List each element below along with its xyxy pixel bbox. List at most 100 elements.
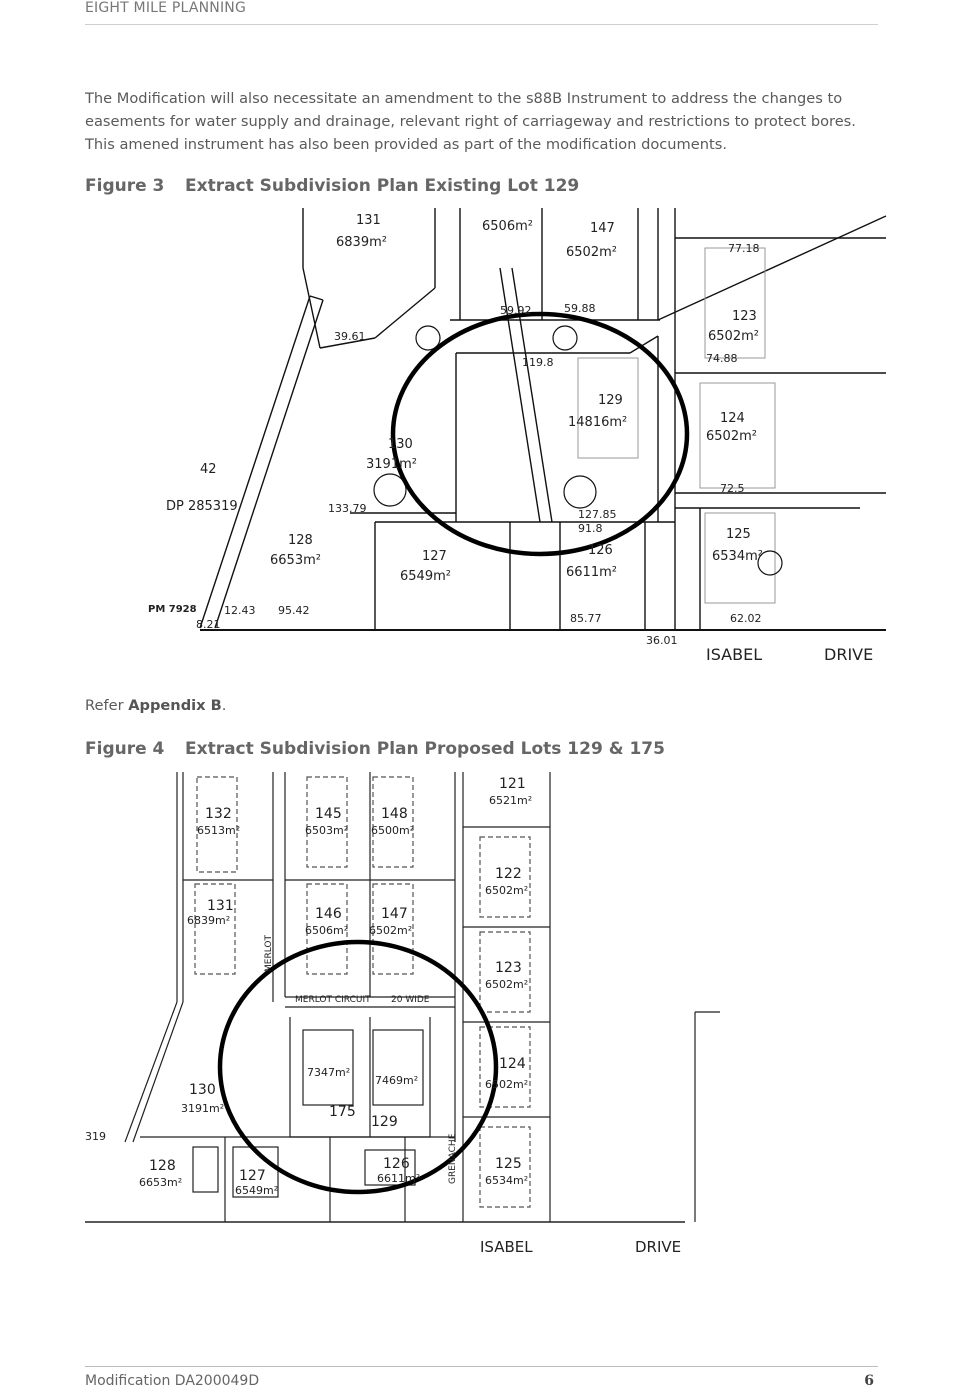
f3-area-123: 6502m² bbox=[708, 329, 759, 344]
f3-dim-5992: 59.92 bbox=[500, 304, 532, 317]
page-number: 6 bbox=[864, 1373, 874, 1389]
f4-area-131: 6839m² bbox=[187, 914, 230, 927]
f4-drive: DRIVE bbox=[635, 1238, 681, 1256]
page-footer: Modification DA200049D 6 bbox=[85, 1366, 878, 1389]
f3-dim-1243: 12.43 bbox=[224, 604, 256, 617]
f4-lot-123: 123 bbox=[495, 960, 522, 976]
f3-dim-6202: 62.02 bbox=[730, 612, 762, 625]
f4-lot-130: 130 bbox=[189, 1082, 216, 1098]
f4-area-121: 6521m² bbox=[489, 794, 532, 807]
f3-area-129: 14816m² bbox=[568, 415, 627, 430]
f4-area-132: 6513m² bbox=[197, 824, 240, 837]
f4-lot-126: 126 bbox=[383, 1156, 410, 1172]
f4-area-123: 6502m² bbox=[485, 978, 528, 991]
f4-grenache: GRENACHE bbox=[448, 1133, 458, 1184]
f4-area-145: 6503m² bbox=[305, 824, 348, 837]
f3-dim-13379: 133.79 bbox=[328, 502, 367, 515]
doc-reference: Modification DA200049D bbox=[85, 1373, 260, 1389]
f3-dim-821: 8.21 bbox=[196, 618, 221, 631]
f3-dim-725: 72.5 bbox=[720, 482, 745, 495]
f4-area-147: 6502m² bbox=[369, 924, 412, 937]
f4-area-128: 6653m² bbox=[139, 1176, 182, 1189]
f4-area-146: 6506m² bbox=[305, 924, 348, 937]
f3-drive: DRIVE bbox=[824, 645, 873, 664]
f3-lot-125: 125 bbox=[726, 527, 751, 542]
refer-prefix: Refer bbox=[85, 697, 129, 714]
f3-lot-147: 147 bbox=[590, 221, 615, 236]
f3-dim-9542: 95.42 bbox=[278, 604, 310, 617]
f3-lot-131: 131 bbox=[356, 213, 381, 228]
f4-area-127: 6549m² bbox=[235, 1184, 278, 1197]
f4-lot-124: 124 bbox=[499, 1056, 526, 1072]
f4-area-126: 6611m² bbox=[377, 1172, 420, 1185]
f3-area-126: 6611m² bbox=[566, 565, 617, 580]
f3-lot-126: 126 bbox=[588, 543, 613, 558]
f3-dim-7718: 77.18 bbox=[728, 242, 760, 255]
intro-paragraph: The Modification will also necessitate a… bbox=[85, 90, 856, 153]
f3-area-124: 6502m² bbox=[706, 429, 757, 444]
f4-merlot: MERLOT bbox=[264, 935, 274, 972]
refer-text: Refer Appendix B. bbox=[85, 697, 226, 714]
f3-lot-42: 42 bbox=[200, 462, 217, 477]
f3-dim-3961: 39.61 bbox=[334, 330, 366, 343]
refer-suffix: . bbox=[221, 697, 227, 714]
f4-lot-127: 127 bbox=[239, 1168, 266, 1184]
f3-area-127: 6549m² bbox=[400, 569, 451, 584]
f3-dim-1198: 119.8 bbox=[522, 356, 554, 369]
f3-pm: PM 7928 bbox=[148, 604, 197, 615]
figure-3-title: Extract Subdivision Plan Existing Lot 12… bbox=[185, 176, 580, 196]
figure-4-number: Figure 4 bbox=[85, 739, 165, 759]
f3-dim-12785: 127.85 bbox=[578, 508, 617, 521]
f4-area-175: 7347m² bbox=[307, 1066, 350, 1079]
figure-3-plan: 131 6839m² 6506m² 147 6502m² 77.18 123 6… bbox=[148, 208, 887, 668]
figure-4-title: Extract Subdivision Plan Proposed Lots 1… bbox=[185, 739, 665, 759]
figure-4-plan: 132 6513m² 145 6503m² 148 6500m² 121 652… bbox=[85, 772, 720, 1262]
figure-4-caption: Figure 4 Extract Subdivision Plan Propose… bbox=[85, 739, 665, 759]
f4-area-129: 7469m² bbox=[375, 1074, 418, 1087]
f4-lot-122: 122 bbox=[495, 866, 522, 882]
f4-lot-148: 148 bbox=[381, 806, 408, 822]
f3-dp: DP 285319 bbox=[166, 499, 238, 514]
f4-merlot-circuit: MERLOT CIRCUIT bbox=[295, 995, 371, 1005]
f4-area-122: 6502m² bbox=[485, 884, 528, 897]
figure-3-caption: Figure 3 Extract Subdivision Plan Existin… bbox=[85, 176, 579, 196]
f3-dim-3601: 36.01 bbox=[646, 634, 678, 647]
f4-lot-175: 175 bbox=[329, 1104, 356, 1120]
appendix-b-link[interactable]: Appendix B bbox=[128, 697, 222, 714]
f3-area-128: 6653m² bbox=[270, 553, 321, 568]
f3-dim-918: 91.8 bbox=[578, 522, 603, 535]
f3-area-131: 6839m² bbox=[336, 235, 387, 250]
f3-dim-5988: 59.88 bbox=[564, 302, 596, 315]
f4-lot-128: 128 bbox=[149, 1158, 176, 1174]
f3-area-130: 3191m² bbox=[366, 457, 417, 472]
f4-area-124: 6502m² bbox=[485, 1078, 528, 1091]
f4-lot-129: 129 bbox=[371, 1114, 398, 1130]
f3-isabel: ISABEL bbox=[706, 645, 762, 664]
f4-319: 319 bbox=[85, 1130, 106, 1143]
f3-lot-130: 130 bbox=[388, 437, 413, 452]
f4-lot-146: 146 bbox=[315, 906, 342, 922]
f3-lot-127: 127 bbox=[422, 549, 447, 564]
f4-isabel: ISABEL bbox=[480, 1238, 533, 1256]
f4-lot-145: 145 bbox=[315, 806, 342, 822]
f3-lot-123: 123 bbox=[732, 309, 757, 324]
f4-lot-131: 131 bbox=[207, 898, 234, 914]
figure-3-number: Figure 3 bbox=[85, 176, 165, 196]
f4-20-wide: 20 WIDE bbox=[391, 995, 430, 1005]
f4-lot-147: 147 bbox=[381, 906, 408, 922]
f3-lot-124: 124 bbox=[720, 411, 745, 426]
f4-lot-132: 132 bbox=[205, 806, 232, 822]
f3-area-148: 6506m² bbox=[482, 219, 533, 234]
org-name: EIGHT MILE PLANNING bbox=[85, 0, 246, 16]
f4-area-130: 3191m² bbox=[181, 1102, 224, 1115]
page-header: EIGHT MILE PLANNING bbox=[85, 0, 878, 25]
f3-dim-7488: 74.88 bbox=[706, 352, 738, 365]
f4-lot-125: 125 bbox=[495, 1156, 522, 1172]
f3-dim-8577: 85.77 bbox=[570, 612, 602, 625]
f4-area-125: 6534m² bbox=[485, 1174, 528, 1187]
f3-lot-128: 128 bbox=[288, 533, 313, 548]
f4-lot-121: 121 bbox=[499, 776, 526, 792]
f3-area-125: 6534m² bbox=[712, 549, 763, 564]
f3-area-147: 6502m² bbox=[566, 245, 617, 260]
f3-lot-129: 129 bbox=[598, 393, 623, 408]
